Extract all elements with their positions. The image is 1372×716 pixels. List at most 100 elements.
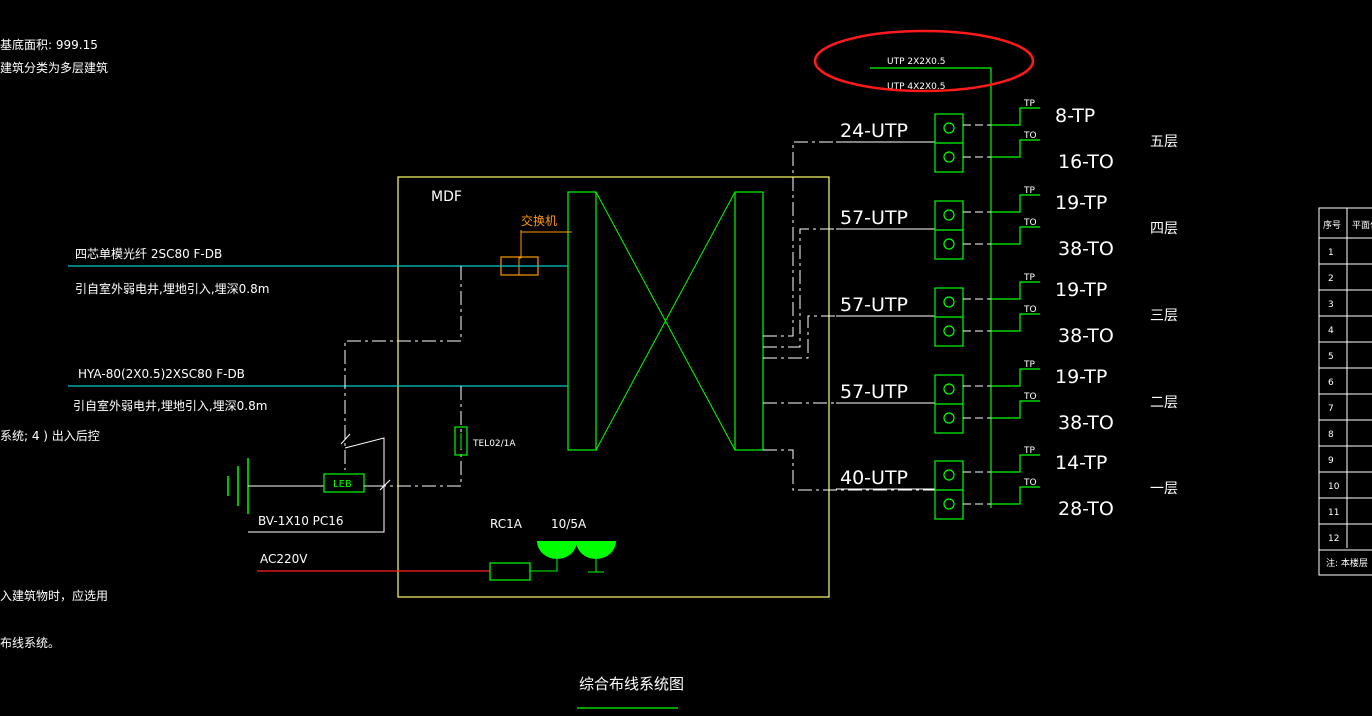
tp-port-icon bbox=[943, 383, 955, 395]
leb-label: LEB bbox=[333, 479, 352, 490]
to-tag: TO bbox=[1023, 305, 1037, 315]
socket-symbol-a bbox=[537, 541, 577, 559]
to-port-icon bbox=[943, 151, 955, 163]
tp-tag: TP bbox=[1023, 99, 1035, 109]
floor-tp-count: 19-TP bbox=[1055, 192, 1107, 214]
floor-utp-label: 40-UTP bbox=[840, 467, 908, 489]
frame-right bbox=[734, 191, 764, 451]
fiber-cable-label: 四芯单模光纤 2SC80 F-DB bbox=[75, 247, 222, 261]
note-area: 基底面积: 999.15 bbox=[0, 37, 98, 52]
to-tag: TO bbox=[1023, 218, 1037, 228]
floor-tp-count: 14-TP bbox=[1055, 452, 1107, 474]
floor-name: 一层 bbox=[1150, 481, 1178, 497]
floor-name: 四层 bbox=[1150, 221, 1178, 237]
table-row-number: 3 bbox=[1328, 300, 1334, 310]
note-building-class: 建筑分类为多层建筑 bbox=[0, 60, 108, 75]
floor-1: 40-UTP TP TO 14-TP 28-TO 一层 bbox=[836, 446, 1178, 520]
to-port-icon bbox=[943, 498, 955, 510]
leb-box bbox=[323, 473, 365, 493]
floor-name: 三层 bbox=[1150, 308, 1178, 324]
socket-label: 10/5A bbox=[551, 517, 587, 531]
to-port-icon bbox=[943, 325, 955, 337]
riser-3 bbox=[763, 315, 935, 359]
breaker-symbol bbox=[489, 562, 531, 581]
floor-5: 24-UTP TP TO 8-TP 16-TO 五层 bbox=[836, 99, 1178, 173]
table-header-no: 序号 bbox=[1323, 219, 1341, 231]
note-system: 系统; 4 ) 出入后控 bbox=[0, 429, 100, 443]
copper-cable-label: HYA-80(2X0.5)2XSC80 F-DB bbox=[78, 367, 245, 381]
frame-left bbox=[567, 191, 597, 451]
table-row-number: 8 bbox=[1328, 430, 1334, 440]
ground-cable-label: BV-1X10 PC16 bbox=[258, 514, 344, 528]
to-port-icon bbox=[943, 238, 955, 250]
riser-1 bbox=[763, 449, 935, 491]
tp-tag: TP bbox=[1023, 186, 1035, 196]
tp-tag: TP bbox=[1023, 360, 1035, 370]
table-row-number: 2 bbox=[1328, 274, 1334, 284]
legend-cable-tp: UTP 2X2X0.5 bbox=[887, 57, 945, 67]
table-row-number: 10 bbox=[1328, 482, 1340, 492]
fiber-cable-note: 引自室外弱电井,埋地引入,埋深0.8m bbox=[75, 281, 269, 296]
legend-cable-to: UTP 4X2X0.5 bbox=[887, 82, 945, 92]
switch-label: 交换机 bbox=[521, 213, 557, 228]
floor-tp-count: 19-TP bbox=[1055, 279, 1107, 301]
floor-tp-count: 19-TP bbox=[1055, 366, 1107, 388]
floors-group: 24-UTP TP TO 8-TP 16-TO 五层 57-UTP TP TO 19-TP 38-T… bbox=[836, 99, 1178, 520]
table-row-number: 12 bbox=[1328, 534, 1339, 544]
table-header-plan: 平面代 bbox=[1352, 220, 1372, 231]
floor-2: 57-UTP TP TO 19-TP 38-TO 二层 bbox=[836, 360, 1178, 434]
ground-drop-b bbox=[384, 386, 462, 487]
copper-cable-note: 引自室外弱电井,埋地引入,埋深0.8m bbox=[73, 398, 267, 413]
note-entry: 入建筑物时，应选用 bbox=[0, 588, 108, 603]
table-row-number: 7 bbox=[1328, 404, 1334, 414]
table-row-number: 9 bbox=[1328, 456, 1334, 466]
tp-port-icon bbox=[943, 209, 955, 221]
floor-utp-label: 24-UTP bbox=[840, 120, 908, 142]
diagram-title: 综合布线系统图 bbox=[579, 675, 684, 693]
mdf-box bbox=[397, 176, 830, 598]
riser-4 bbox=[763, 228, 935, 348]
table-row-number: 5 bbox=[1328, 352, 1334, 362]
cross-line-b bbox=[595, 191, 736, 451]
floor-to-count: 16-TO bbox=[1058, 151, 1114, 173]
to-tag: TO bbox=[1023, 478, 1037, 488]
breaker-label: RC1A bbox=[490, 517, 523, 531]
annotation-ellipse bbox=[813, 29, 1035, 93]
switch-leader bbox=[519, 230, 522, 259]
floor-utp-label: 57-UTP bbox=[840, 207, 908, 229]
to-tag: TO bbox=[1023, 392, 1037, 402]
ground-drop-a bbox=[344, 266, 462, 470]
table-row-number: 4 bbox=[1328, 326, 1334, 336]
mdf-label: MDF bbox=[431, 189, 462, 205]
floor-to-count: 38-TO bbox=[1058, 238, 1114, 260]
table-row-number: 6 bbox=[1328, 378, 1334, 388]
tp-tag: TP bbox=[1023, 273, 1035, 283]
tel-label: TEL02/1A bbox=[472, 439, 516, 449]
table-row-number: 11 bbox=[1328, 508, 1339, 518]
note-cabling: 布线系统。 bbox=[0, 636, 60, 650]
to-port-icon bbox=[943, 412, 955, 424]
table-row-number: 1 bbox=[1328, 248, 1334, 258]
table-note: 注: 本楼层 bbox=[1326, 557, 1368, 569]
tp-tag: TP bbox=[1023, 446, 1035, 456]
tel-symbol bbox=[454, 426, 468, 456]
tp-port-icon bbox=[943, 296, 955, 308]
tp-port-icon bbox=[943, 122, 955, 134]
floor-3: 57-UTP TP TO 19-TP 38-TO 三层 bbox=[836, 273, 1178, 347]
power-label: AC220V bbox=[260, 552, 308, 566]
tp-port-icon bbox=[943, 469, 955, 481]
floor-to-count: 38-TO bbox=[1058, 412, 1114, 434]
floor-name: 五层 bbox=[1150, 134, 1178, 150]
socket-symbol-b bbox=[576, 541, 616, 559]
to-tag: TO bbox=[1023, 131, 1037, 141]
floor-utp-label: 57-UTP bbox=[840, 381, 908, 403]
floor-to-count: 38-TO bbox=[1058, 325, 1114, 347]
floor-4: 57-UTP TP TO 19-TP 38-TO 四层 bbox=[836, 186, 1178, 260]
floor-tp-count: 8-TP bbox=[1055, 105, 1095, 127]
floor-name: 二层 bbox=[1150, 395, 1178, 411]
ground-wire bbox=[248, 437, 385, 533]
floor-to-count: 28-TO bbox=[1058, 498, 1114, 520]
floor-utp-label: 57-UTP bbox=[840, 294, 908, 316]
